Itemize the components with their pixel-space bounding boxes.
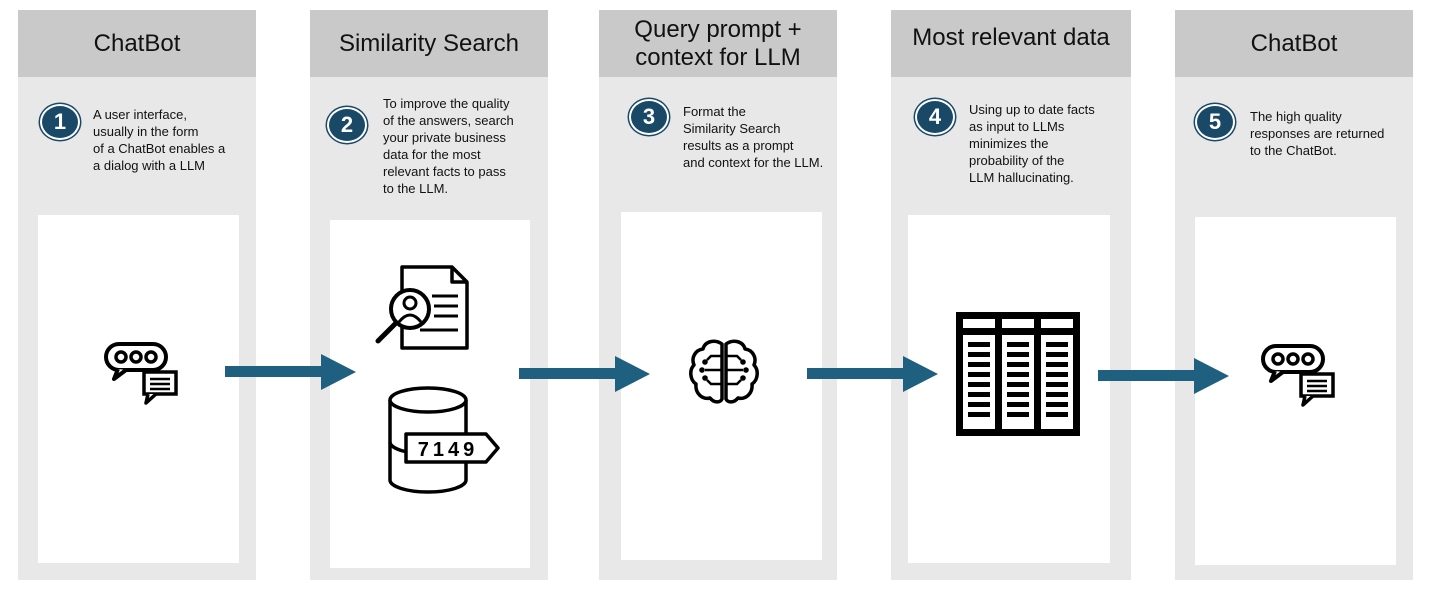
step-4-column: Most relevant data 4 Using up to date fa…	[891, 10, 1131, 580]
step-4-description: Using up to date facts as input to LLMs …	[969, 102, 1095, 185]
data-table-icon	[956, 312, 1080, 436]
step-5-panel	[1195, 217, 1396, 565]
step-1-column: ChatBot 1 A user interface, usually in t…	[18, 10, 256, 580]
step-4-badge: 4	[915, 99, 955, 135]
flow-arrow-1-to-2	[225, 353, 357, 391]
step-5-title: ChatBot	[1175, 10, 1413, 77]
step-1-badge: 1	[40, 104, 80, 140]
step-2-title: Similarity Search	[310, 10, 548, 77]
database-vector-label: 7149	[418, 439, 479, 461]
brain-circuit-icon	[687, 338, 761, 406]
step-2-panel: 7149	[330, 220, 530, 568]
step-3-badge: 3	[629, 99, 669, 135]
step-1-description: A user interface, usually in the form of…	[93, 107, 226, 173]
step-5-description: The high quality responses are returned …	[1250, 109, 1385, 158]
flow-arrow-3-to-4	[807, 355, 939, 393]
flow-arrow-2-to-3	[519, 355, 651, 393]
step-4-panel	[908, 215, 1110, 563]
step-3-title: Query prompt + context for LLM	[599, 10, 837, 77]
database-vector-icon: 7149	[382, 386, 502, 496]
step-2-badge: 2	[327, 107, 367, 143]
step-5-column: ChatBot 5 The high quality responses are…	[1175, 10, 1413, 580]
step-4-title: Most relevant data	[891, 10, 1131, 77]
flow-arrow-4-to-5	[1098, 357, 1230, 395]
step-3-panel	[621, 212, 822, 560]
document-search-icon	[372, 264, 472, 358]
step-1-panel	[38, 215, 239, 563]
step-3-description: Format the Similarity Search results as …	[683, 104, 824, 170]
chat-bubbles-icon	[102, 341, 182, 407]
step-2-description: To improve the quality of the answers, s…	[383, 96, 514, 196]
step-1-title: ChatBot	[18, 10, 256, 77]
step-2-column: Similarity Search 2 To improve the quali…	[310, 10, 548, 580]
step-5-badge: 5	[1195, 104, 1235, 140]
chat-bubbles-icon	[1259, 343, 1339, 409]
step-3-column: Query prompt + context for LLM 3 Format …	[599, 10, 837, 580]
